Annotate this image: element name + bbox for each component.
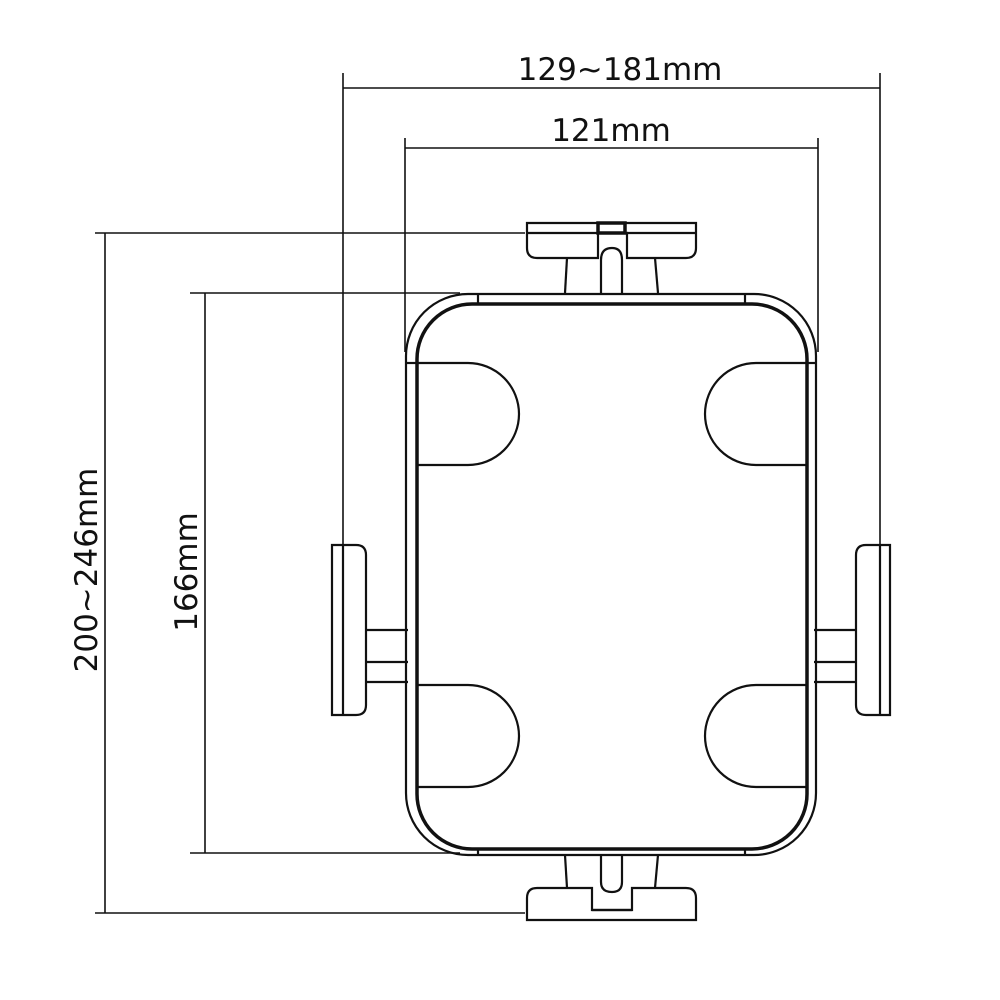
outer-height-label: 200~246mm <box>69 468 105 673</box>
inner-height-label: 166mm <box>169 512 205 632</box>
grip-pad-bottom-left <box>418 683 521 789</box>
bottom-bracket <box>525 854 698 922</box>
dimension-inner-height: 166mm <box>169 292 460 854</box>
dimension-outer-width: 129~181mm <box>342 52 881 545</box>
inner-width-label: 121mm <box>551 113 671 149</box>
grip-pads <box>418 361 806 789</box>
holder-frame <box>404 292 818 857</box>
top-bracket <box>525 221 698 294</box>
outer-width-label: 129~181mm <box>518 52 723 88</box>
grip-pad-bottom-right <box>703 683 806 789</box>
right-side-clamp <box>814 543 892 717</box>
grip-pad-top-left <box>418 361 521 467</box>
grip-pad-top-right <box>703 361 806 467</box>
dimension-outer-height: 200~246mm <box>69 232 525 914</box>
dimension-inner-width: 121mm <box>404 113 819 352</box>
left-side-clamp <box>330 543 408 717</box>
